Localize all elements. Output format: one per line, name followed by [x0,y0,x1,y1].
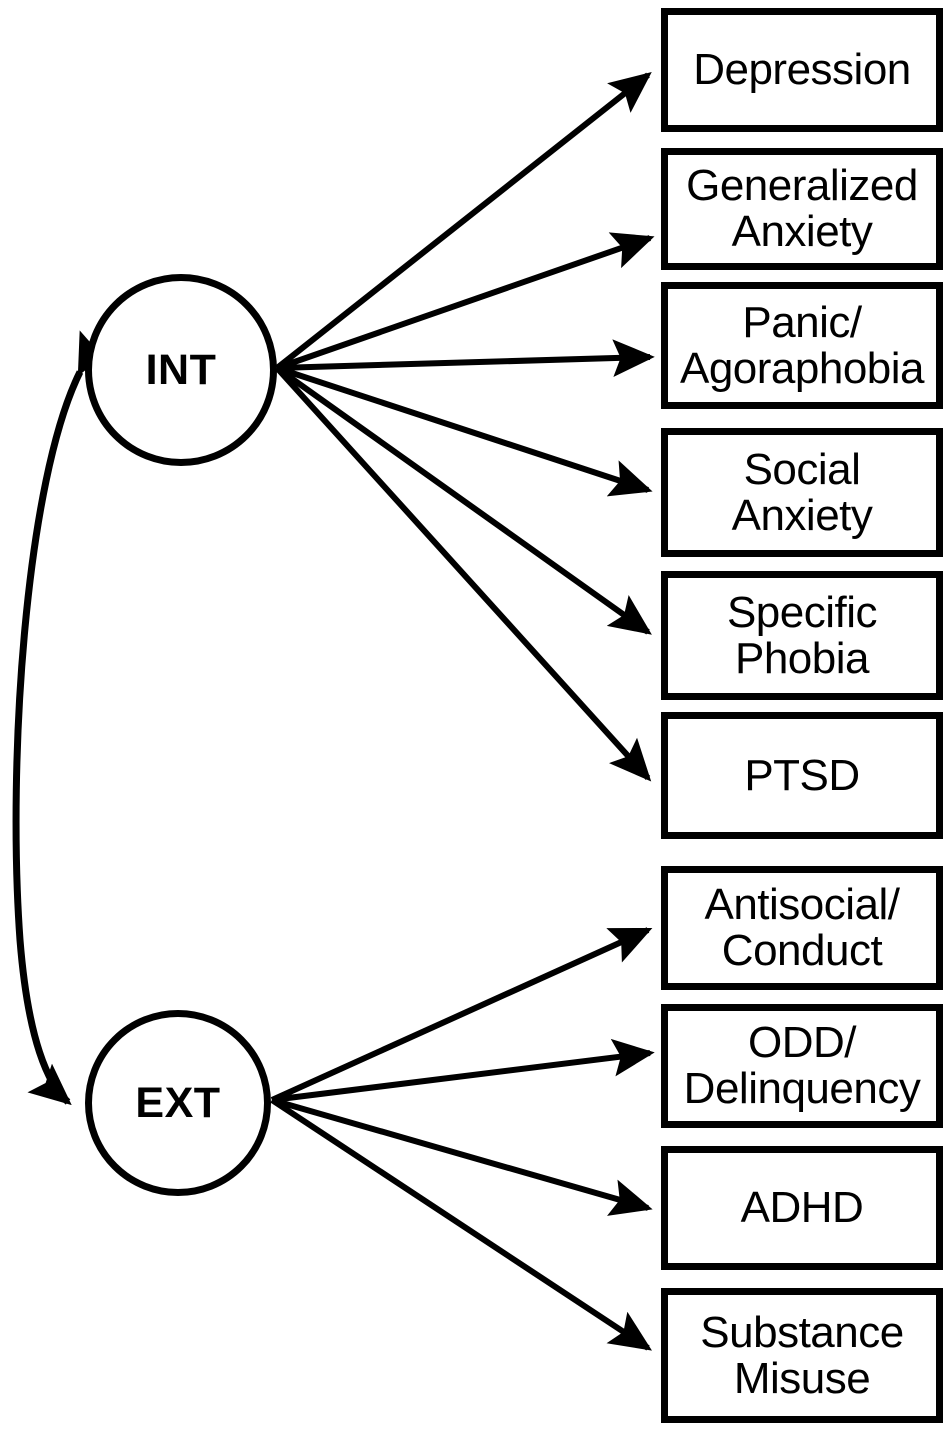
path-ext-to-substance-misuse [270,1097,653,1351]
indicator-box-odd-delinquency[interactable]: ODD/ Delinquency [661,1004,943,1128]
factor-label-int: INT [145,345,217,394]
path-ext-to-odd-delinquency [271,1038,655,1103]
indicator-label-social-anxiety: Social Anxiety [731,444,873,540]
indicator-label-generalized-anxiety: Generalized Anxiety [686,161,918,256]
path-int-to-specific-phobia [275,365,652,635]
ext-loading-arrows [270,927,655,1351]
indicator-label-odd-delinquency: ODD/ Delinquency [683,1018,921,1113]
path-int-to-panic-agoraphobia [276,339,655,377]
indicator-box-antisocial-conduct[interactable]: Antisocial/ Conduct [661,866,943,990]
indicator-box-ptsd[interactable]: PTSD [661,712,943,839]
path-ext-to-adhd [271,1097,653,1216]
path-int-to-depression [275,72,652,371]
factor-label-ext: EXT [135,1078,221,1127]
path-int-ext-covariance [12,330,114,1106]
indicator-label-panic-agoraphobia: Panic/ Agoraphobia [679,297,925,393]
indicator-label-substance-misuse: Substance Misuse [700,1307,904,1403]
indicator-box-adhd[interactable]: ADHD [661,1146,943,1270]
indicator-label-specific-phobia: Specific Phobia [726,587,878,683]
indicator-box-specific-phobia[interactable]: Specific Phobia [661,571,943,700]
path-ext-to-antisocial-conduct [270,927,653,1103]
indicator-box-generalized-anxiety[interactable]: Generalized Anxiety [661,148,943,270]
indicator-label-antisocial-conduct: Antisocial/ Conduct [704,880,900,975]
path-int-to-generalized-anxiety [276,232,655,371]
indicator-label-depression: Depression [693,45,911,95]
int-loading-arrows [274,72,655,782]
indicator-box-panic-agoraphobia[interactable]: Panic/ Agoraphobia [661,282,943,409]
indicator-box-social-anxiety[interactable]: Social Anxiety [661,428,943,557]
indicator-box-substance-misuse[interactable]: Substance Misuse [661,1288,943,1423]
indicator-label-adhd: ADHD [740,1183,864,1233]
indicator-label-ptsd: PTSD [744,750,860,800]
path-int-to-social-anxiety [276,365,653,497]
path-int-to-ptsd [274,365,652,782]
factor-node-int[interactable]: INT [85,274,277,466]
indicator-box-depression[interactable]: Depression [661,8,943,132]
factor-node-ext[interactable]: EXT [85,1010,271,1196]
